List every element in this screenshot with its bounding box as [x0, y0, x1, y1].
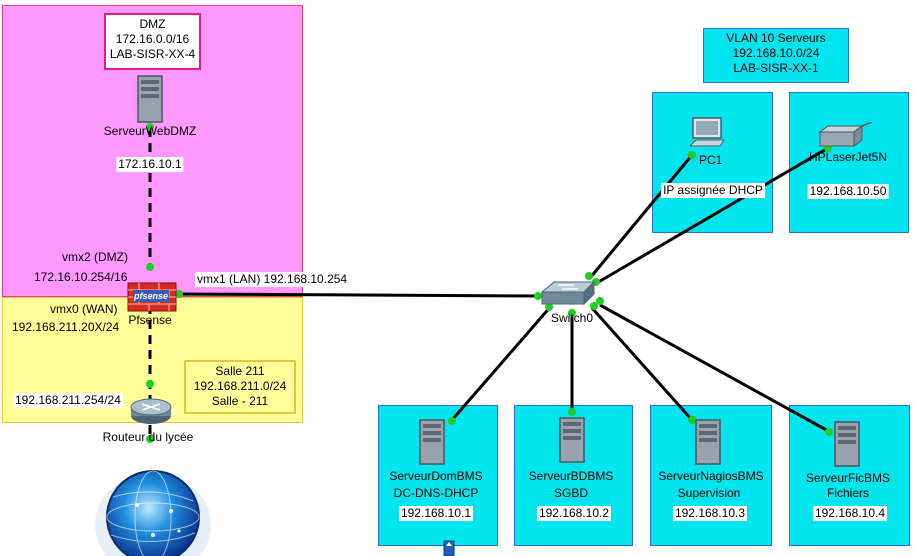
pfsense-name: Pfsense [128, 313, 172, 327]
server-icon[interactable] [558, 416, 586, 464]
port-dot [596, 297, 604, 305]
pc1-info: IP assignée DHCP [661, 183, 765, 198]
salle-note-room: Salle - 211 [211, 394, 269, 408]
server-ip: 192.168.10.3 [672, 506, 748, 521]
router-name: Routeur du lycée [102, 430, 194, 444]
computer-icon[interactable] [690, 116, 726, 152]
pc1-card [652, 92, 773, 233]
link-dom [450, 304, 554, 421]
server-icon[interactable] [418, 418, 446, 466]
router-ip: 192.168.211.254/24 [13, 393, 123, 408]
vmx2-label: vmx2 (DMZ) [62, 250, 128, 264]
salle-note: Salle 211 192.168.211.0/24 Salle - 211 [184, 360, 296, 414]
port-dot [825, 428, 833, 436]
salle-note-network: 192.168.211.0/24 [193, 379, 287, 393]
server-name: ServeurDomBMS [389, 469, 483, 483]
server-name: ServeurNagiosBMS [658, 469, 764, 483]
vlan-note: VLAN 10 Serveurs 192.168.10.0/24 LAB-SIS… [703, 28, 849, 83]
pfsense-logo-text: pfsense [133, 291, 168, 301]
printer-card [789, 92, 909, 233]
link-lan [177, 292, 541, 298]
printer-name: HPLaserJet5N [808, 150, 888, 164]
vmx2-ip: 172.16.10.254/16 [34, 270, 128, 284]
port-dot [448, 417, 456, 425]
port-dot [146, 435, 154, 443]
server-card-dom [378, 405, 498, 546]
mouse-cursor-icon [443, 540, 455, 556]
server-role: Supervision [677, 486, 741, 500]
printer-ip: 192.168.10.50 [807, 184, 889, 199]
server-ip: 192.168.10.2 [536, 506, 612, 521]
server-icon[interactable] [833, 420, 861, 468]
vmx1-label: vmx1 (LAN) 192.168.10.254 [195, 272, 350, 287]
vmx0-label: vmx0 (WAN) [50, 302, 118, 316]
port-dot [568, 309, 576, 317]
vlan-note-lab: LAB-SISR-XX-1 [733, 61, 819, 75]
port-dot [146, 123, 154, 131]
internet-globe-icon [95, 470, 211, 556]
dmz-note-title: DMZ [139, 17, 166, 31]
server-icon[interactable] [694, 418, 722, 466]
port-dot [585, 272, 593, 280]
pc1-name: PC1 [699, 153, 723, 167]
link-pc1 [588, 154, 694, 279]
printer-icon[interactable] [818, 122, 874, 152]
webdmz-ip: 172.16.10.1 [116, 157, 184, 172]
server-role: Fichiers [826, 486, 870, 500]
vmx0-ip: 192.168.211.20X/24 [12, 320, 120, 334]
port-dot [590, 302, 598, 310]
vlan-note-network: 192.168.10.0/24 [732, 46, 820, 60]
port-dot [146, 380, 154, 388]
server-ip: 192.168.10.4 [812, 506, 888, 521]
server-role: DC-DNS-DHCP [393, 486, 479, 500]
server-name: ServeurBDBMS [528, 469, 614, 483]
server-role: SGBD [553, 486, 589, 500]
server-ip: 192.168.10.1 [398, 506, 474, 521]
link-printer [594, 146, 829, 286]
firewall-icon[interactable]: pfsense [127, 282, 177, 312]
dmz-note-network: 172.16.0.0/16 [115, 32, 190, 46]
link-fic [599, 303, 831, 434]
link-nagios [590, 307, 694, 421]
server-icon[interactable] [136, 74, 164, 124]
port-dot [688, 151, 696, 159]
webdmz-name: ServeurWebDMZ [103, 124, 197, 138]
vlan-note-title: VLAN 10 Serveurs [726, 31, 826, 45]
port-dot [175, 290, 183, 298]
port-dot [545, 303, 553, 311]
switch-name: Switch0 [550, 311, 594, 325]
switch-icon[interactable] [540, 280, 596, 312]
dmz-note: DMZ 172.16.0.0/16 LAB-SISR-XX-4 [104, 13, 201, 70]
port-dot [568, 408, 576, 416]
dmz-note-lab: LAB-SISR-XX-4 [109, 47, 196, 61]
server-name: ServeurFicBMS [805, 471, 891, 485]
port-dot [146, 263, 154, 271]
port-dot [534, 292, 542, 300]
salle-note-title: Salle 211 [215, 364, 265, 378]
port-dot [688, 416, 696, 424]
router-icon[interactable] [128, 396, 174, 426]
